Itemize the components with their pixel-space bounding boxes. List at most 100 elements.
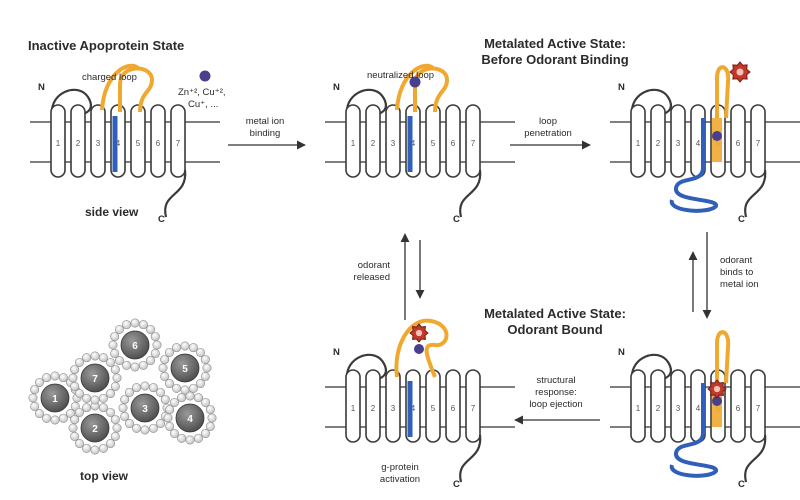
orange-loop-ejected	[394, 318, 449, 378]
bound-metal-ion	[712, 131, 722, 141]
helix-bead	[74, 357, 84, 367]
helix-bead	[138, 320, 148, 330]
helix-bead	[30, 401, 40, 411]
arrow-odorant-binds-line3: metal ion	[720, 279, 759, 290]
helix-bead	[110, 381, 120, 391]
helix-bead	[122, 320, 132, 330]
n-terminus-label: N	[618, 82, 625, 93]
helix-number-label: 2	[371, 139, 376, 148]
helix-bead	[172, 383, 182, 393]
helix-bead	[98, 353, 108, 363]
helix-number-label: 1	[351, 404, 356, 413]
c-terminus-label: C	[738, 479, 745, 490]
helix-number-label: 4	[411, 139, 416, 148]
helix-bead	[140, 425, 150, 435]
helix-bead	[156, 387, 166, 397]
top-view-helix-number: 1	[52, 394, 58, 405]
transmembrane-helices	[345, 104, 481, 178]
helix-bead	[42, 373, 52, 383]
helix-bead	[108, 340, 118, 350]
helix-core	[80, 363, 110, 393]
helix-core	[130, 393, 160, 423]
top-view-helix-number: 5	[182, 364, 188, 375]
title-metalated-bound-line1: Metalated Active State:	[484, 306, 626, 321]
title-metalated-before-line1: Metalated Active State:	[484, 36, 626, 51]
helix-bead	[70, 365, 80, 375]
helix-core	[120, 330, 150, 360]
title-inactive-state: Inactive Apoprotein State	[28, 38, 184, 53]
helix-bead	[112, 373, 122, 383]
transmembrane-helices	[345, 369, 481, 443]
n-terminus-label: N	[38, 82, 45, 93]
odorant-core	[713, 385, 721, 393]
orange-loop-penetrating	[715, 65, 731, 119]
side-view-label: side view	[85, 205, 139, 219]
helix-bead	[120, 395, 130, 405]
helix-number-label: 4	[696, 404, 701, 413]
helix-bead	[106, 389, 116, 399]
helix-number-label: 7	[756, 404, 761, 413]
helix-bead	[34, 409, 44, 419]
helix-bead	[150, 332, 160, 342]
n-terminus-label: N	[333, 82, 340, 93]
c-terminus-label: C	[158, 214, 165, 225]
helix-bead	[158, 363, 168, 373]
c-terminus-tail	[459, 169, 482, 218]
helix-number-label: 6	[451, 139, 456, 148]
helix-bead	[112, 423, 122, 433]
helix-bead	[120, 411, 130, 421]
helix-bead	[34, 377, 44, 387]
arrow-odorant-binds-line1: odorant	[720, 255, 753, 266]
helix-bead	[74, 439, 84, 449]
helix-core	[170, 353, 200, 383]
helix-bead	[124, 387, 134, 397]
helix-bead	[132, 383, 142, 393]
arrow-structural-line3: loop ejection	[529, 399, 582, 410]
helix-bead	[106, 407, 116, 417]
top-view-helix: 2	[68, 401, 122, 455]
helix-bead	[201, 429, 211, 439]
arrow-structural-line1: structural	[536, 375, 575, 386]
helix-bead	[90, 445, 100, 455]
n-terminus-label: N	[618, 347, 625, 358]
helix-bead	[130, 362, 140, 372]
top-view-helix: 5	[158, 341, 212, 395]
bound-metal-ion	[409, 76, 421, 88]
helix-number-label: 2	[656, 404, 661, 413]
metal-ions-label-line1: Zn⁺², Cu⁺²,	[178, 87, 226, 98]
c-terminus-label: C	[453, 479, 460, 490]
helix-bead	[160, 395, 170, 405]
arrow-odorant-binds: odorant binds to metal ion	[688, 232, 759, 319]
helix-bead	[28, 393, 38, 403]
helix-bead	[122, 360, 132, 370]
helix-bead	[164, 347, 174, 357]
helix-number-label: 3	[391, 404, 396, 413]
helix-bead	[114, 324, 124, 334]
helix-bead	[146, 324, 156, 334]
helix-bead	[188, 343, 198, 353]
helix-bead	[82, 393, 92, 403]
helix-bead	[160, 355, 170, 365]
helix-bead	[110, 415, 120, 425]
helix-number-label: 6	[736, 139, 741, 148]
helix-bead	[50, 415, 60, 425]
helix-bead	[164, 379, 174, 389]
transmembrane-helices	[630, 104, 766, 178]
helix-number-label: 2	[656, 139, 661, 148]
transmembrane-helices	[630, 369, 766, 443]
helix-bead	[82, 353, 92, 363]
helix-bead	[50, 371, 60, 381]
helix-bead	[118, 403, 128, 413]
top-view-helix: 6	[108, 318, 162, 372]
helix-bead	[90, 395, 100, 405]
helix-bead	[98, 393, 108, 403]
arrow-structural-response: structural response: loop ejection	[514, 375, 600, 425]
helix-bead	[200, 371, 210, 381]
helix-number-label: 4	[116, 139, 121, 148]
helix-bead	[177, 433, 187, 443]
helix-bead	[160, 371, 170, 381]
